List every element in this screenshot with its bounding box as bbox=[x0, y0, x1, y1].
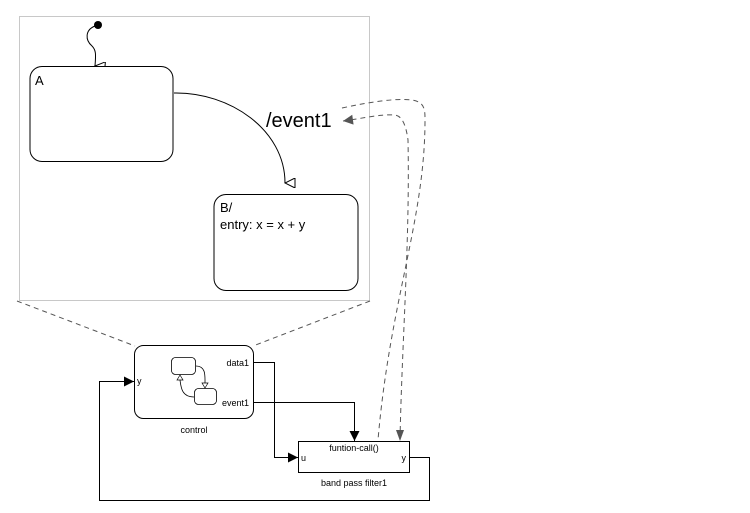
filter-input-u: u bbox=[301, 453, 306, 463]
filter-output-y: y bbox=[402, 453, 407, 463]
event-broadcast-in bbox=[342, 114, 409, 441]
control-block-name[interactable]: control bbox=[180, 425, 207, 435]
transition-a-to-b[interactable] bbox=[173, 92, 285, 183]
zoom-connector-right bbox=[252, 300, 371, 347]
control-output-data1: data1 bbox=[226, 358, 249, 368]
zoom-frame bbox=[19, 16, 370, 301]
state-a[interactable]: A bbox=[29, 66, 174, 162]
transition-label[interactable]: /event1 bbox=[266, 110, 332, 132]
state-b-label: B/ bbox=[220, 200, 233, 215]
state-b-entry-action: entry: x = x + y bbox=[220, 217, 306, 232]
trigger-arrow-gray bbox=[396, 430, 404, 441]
signal-y-feedback[interactable] bbox=[99, 376, 430, 501]
control-input-y: y bbox=[137, 376, 142, 386]
default-transition-dot bbox=[94, 21, 102, 29]
filter-trigger-label: funtion-call() bbox=[329, 443, 379, 453]
control-output-event1: event1 bbox=[222, 398, 249, 408]
filter-block-name[interactable]: band pass filter1 bbox=[321, 478, 387, 488]
state-a-label: A bbox=[35, 73, 44, 88]
band-pass-filter-block[interactable]: funtion-call() u y bbox=[298, 441, 410, 473]
signal-event1-to-trigger[interactable] bbox=[253, 402, 360, 442]
zoom-connector-left bbox=[16, 300, 136, 347]
state-b[interactable]: B/ entry: x = x + y bbox=[213, 194, 359, 291]
signal-data1-to-u[interactable] bbox=[253, 362, 299, 463]
control-block[interactable]: y data1 event1 bbox=[134, 345, 254, 419]
chart-icon bbox=[171, 357, 217, 405]
default-transition[interactable] bbox=[86, 25, 95, 66]
